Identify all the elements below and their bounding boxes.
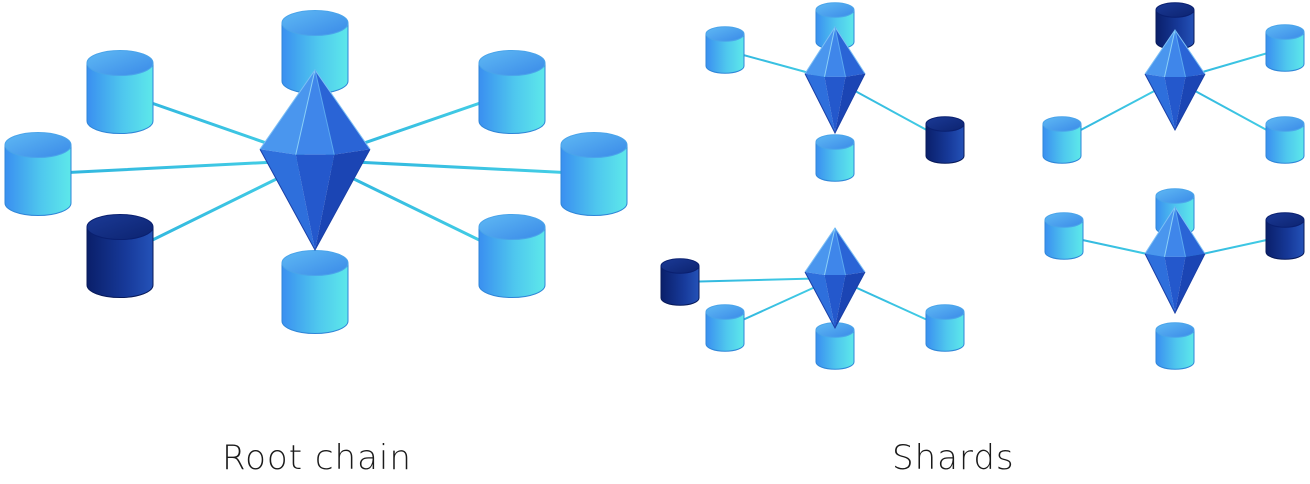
- database-icon: [86, 49, 154, 135]
- database-icon: [478, 213, 546, 299]
- database-icon: [705, 304, 745, 352]
- database-icon: [1044, 212, 1084, 260]
- database-icon: [478, 49, 546, 135]
- database-icon: [1042, 116, 1082, 164]
- diamond-hub-icon: [804, 227, 866, 330]
- shards-caption: Shards: [892, 438, 1015, 478]
- root-chain-caption: Root chain: [222, 438, 412, 478]
- hubs-layer: [259, 26, 1206, 330]
- database-icon: [925, 304, 965, 352]
- database-icon: [281, 249, 349, 335]
- database-icon: [1265, 24, 1305, 72]
- diamond-hub-icon: [804, 26, 866, 135]
- database-icon: [1265, 116, 1305, 164]
- database-icon: [705, 26, 745, 74]
- nodes-layer: [4, 2, 1305, 370]
- database-icon: [4, 131, 72, 217]
- database-icon: [925, 116, 965, 164]
- database-icon: [815, 134, 855, 182]
- database-icon: [560, 131, 628, 217]
- database-icon: [1265, 212, 1305, 260]
- diamond-hub-icon: [259, 69, 371, 252]
- database-icon: [1155, 322, 1195, 370]
- diamond-hub-icon: [1144, 206, 1206, 315]
- database-icon: [86, 213, 154, 299]
- database-icon: [815, 322, 855, 370]
- database-icon: [660, 258, 700, 306]
- diamond-hub-icon: [1144, 29, 1206, 132]
